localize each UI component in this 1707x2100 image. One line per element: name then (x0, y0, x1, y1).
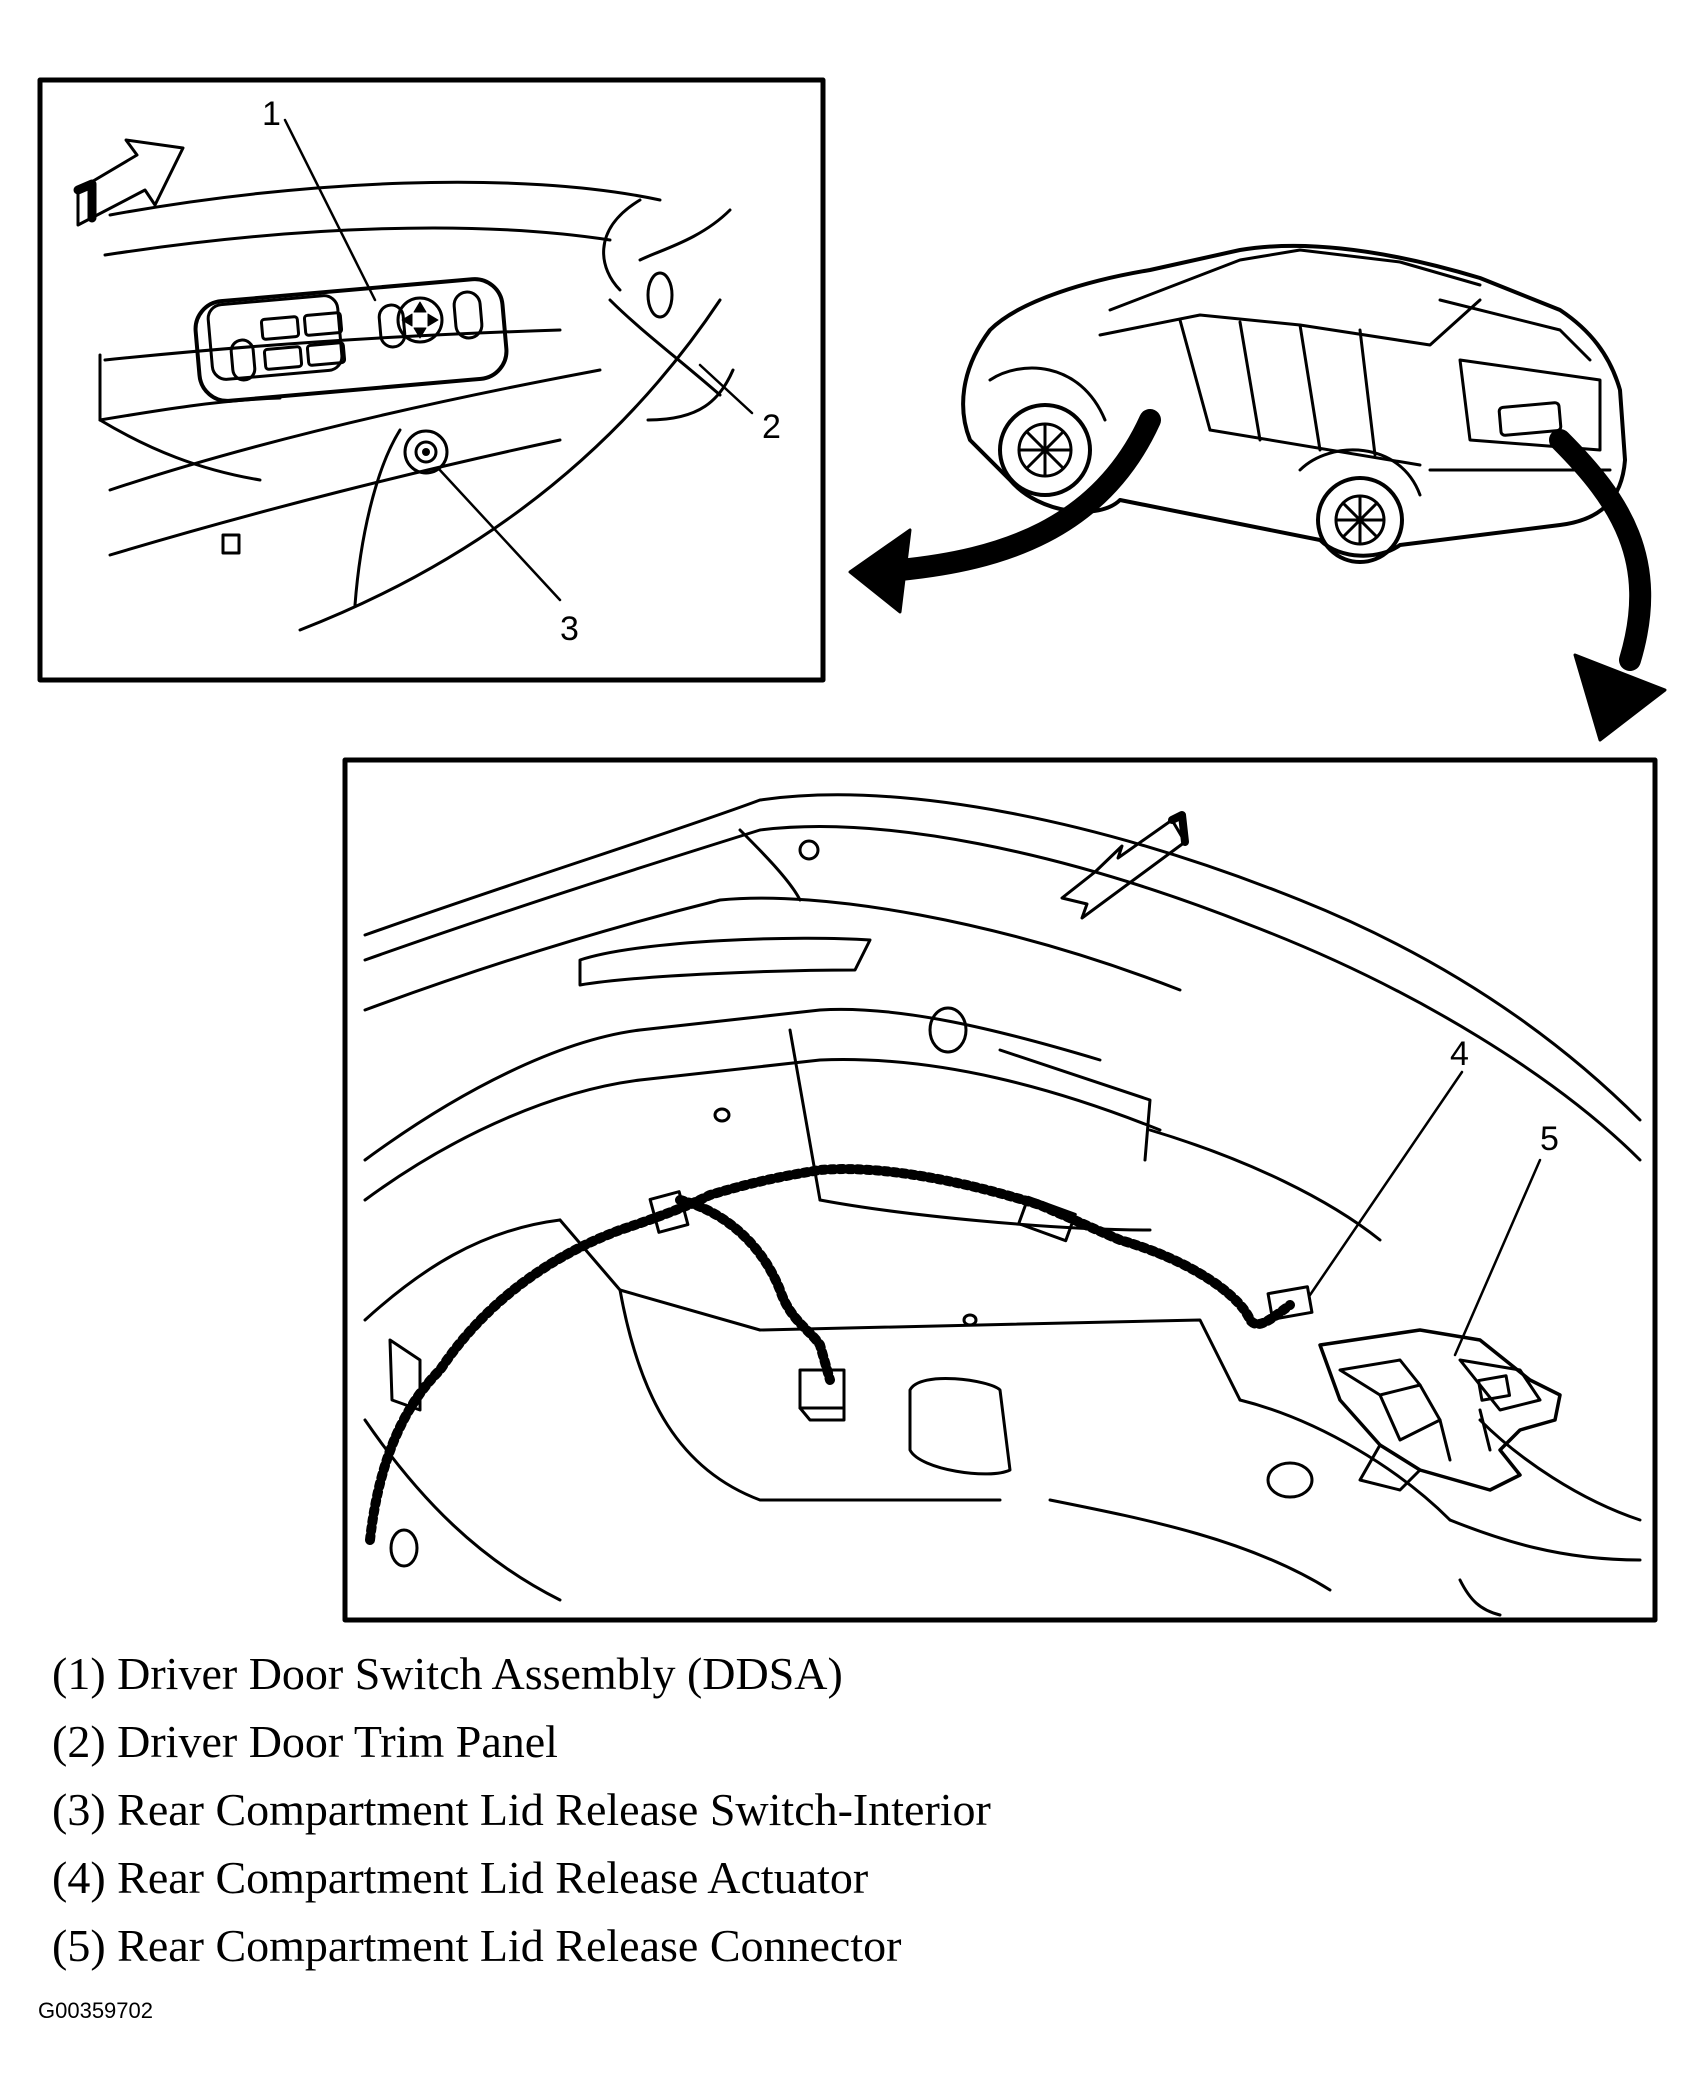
leader-line-2 (698, 363, 754, 415)
legend-item: (1) Driver Door Switch Assembly (DDSA) (52, 1648, 843, 1699)
rear-compartment-inset: 4 5 (342, 757, 1658, 1623)
wiring-harness (365, 1164, 1314, 1545)
pointer-arrow-icon (848, 409, 1161, 614)
callout-2: 2 (762, 408, 781, 446)
legend-item: (4) Rear Compartment Lid Release Actuato… (52, 1852, 869, 1903)
pointer-arrow-icon (1549, 429, 1667, 742)
callout-4: 4 (1450, 1035, 1469, 1073)
leader-line-1 (283, 118, 377, 302)
interior-release-switch (403, 429, 449, 475)
legend-item: (3) Rear Compartment Lid Release Switch-… (52, 1784, 991, 1835)
callout-3: 3 (560, 610, 579, 648)
leader-line-5 (1453, 1158, 1542, 1357)
forward-direction-arrow-icon (1060, 811, 1189, 920)
callout-1: 1 (262, 95, 281, 133)
door-inset-frame (37, 77, 826, 683)
leader-line-3 (436, 466, 562, 602)
door-inset: 1 2 3 (37, 77, 826, 683)
driver-door-switch-assembly (193, 277, 509, 403)
leader-line-4 (1308, 1070, 1464, 1297)
forward-direction-arrow-icon (73, 138, 185, 227)
component-legend: (1) Driver Door Switch Assembly (DDSA) (… (52, 1640, 991, 1980)
vehicle-drawing (961, 243, 1627, 564)
release-actuator-assembly (1318, 1328, 1562, 1492)
legend-item: (2) Driver Door Trim Panel (52, 1716, 558, 1767)
rear-compartment-inset-frame (342, 757, 1658, 1623)
callout-5: 5 (1540, 1120, 1559, 1158)
figure-id: G00359702 (38, 1998, 153, 2023)
legend-item: (5) Rear Compartment Lid Release Connect… (52, 1920, 902, 1971)
